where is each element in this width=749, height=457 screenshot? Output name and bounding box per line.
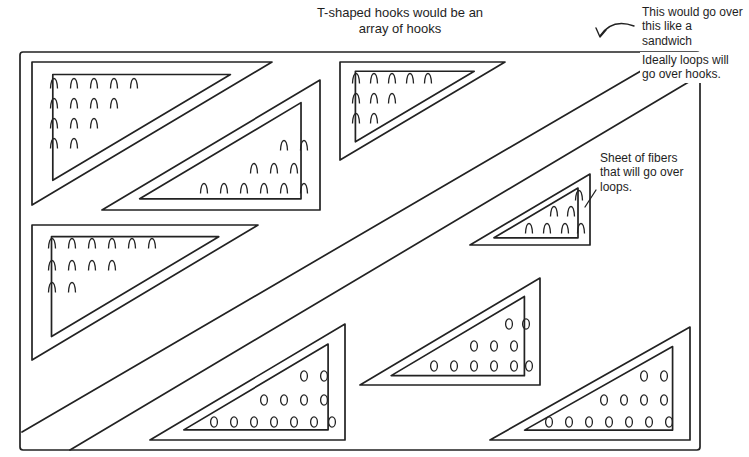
loop-array: [211, 319, 673, 427]
arrow-head: [596, 28, 606, 37]
triangle-outline: [150, 324, 345, 440]
triangle-outline: [360, 278, 540, 385]
triangle-inner: [355, 71, 474, 142]
triangle-inner: [52, 237, 219, 337]
triangle-inner: [140, 103, 301, 199]
sandwich-note: This would go over this like a sandwich: [640, 4, 746, 49]
triangle-outline: [490, 327, 690, 440]
triangle-outline: [102, 80, 320, 210]
triangle-outline: [340, 62, 505, 160]
fiber-sheet-note: Sheet of fibers that will go over loops.: [598, 150, 694, 195]
diagonal-line: [22, 54, 670, 432]
triangle-outline: [32, 225, 258, 360]
hook-array: [49, 74, 585, 293]
triangle-inner: [184, 344, 328, 430]
triangle-inner: [494, 188, 578, 238]
triangle-outline: [470, 174, 590, 245]
pointer-arrow: [600, 24, 634, 36]
loops-note: Ideally loops will go over hooks.: [640, 52, 746, 83]
leader-line: [585, 190, 596, 207]
triangle-inner: [53, 74, 231, 180]
hook-note: T-shaped hooks would be an array of hook…: [300, 4, 500, 37]
triangle-inner: [525, 347, 673, 431]
triangle-inner: [391, 296, 524, 375]
triangle-outline: [32, 62, 272, 205]
sheet-outline: [20, 52, 700, 450]
